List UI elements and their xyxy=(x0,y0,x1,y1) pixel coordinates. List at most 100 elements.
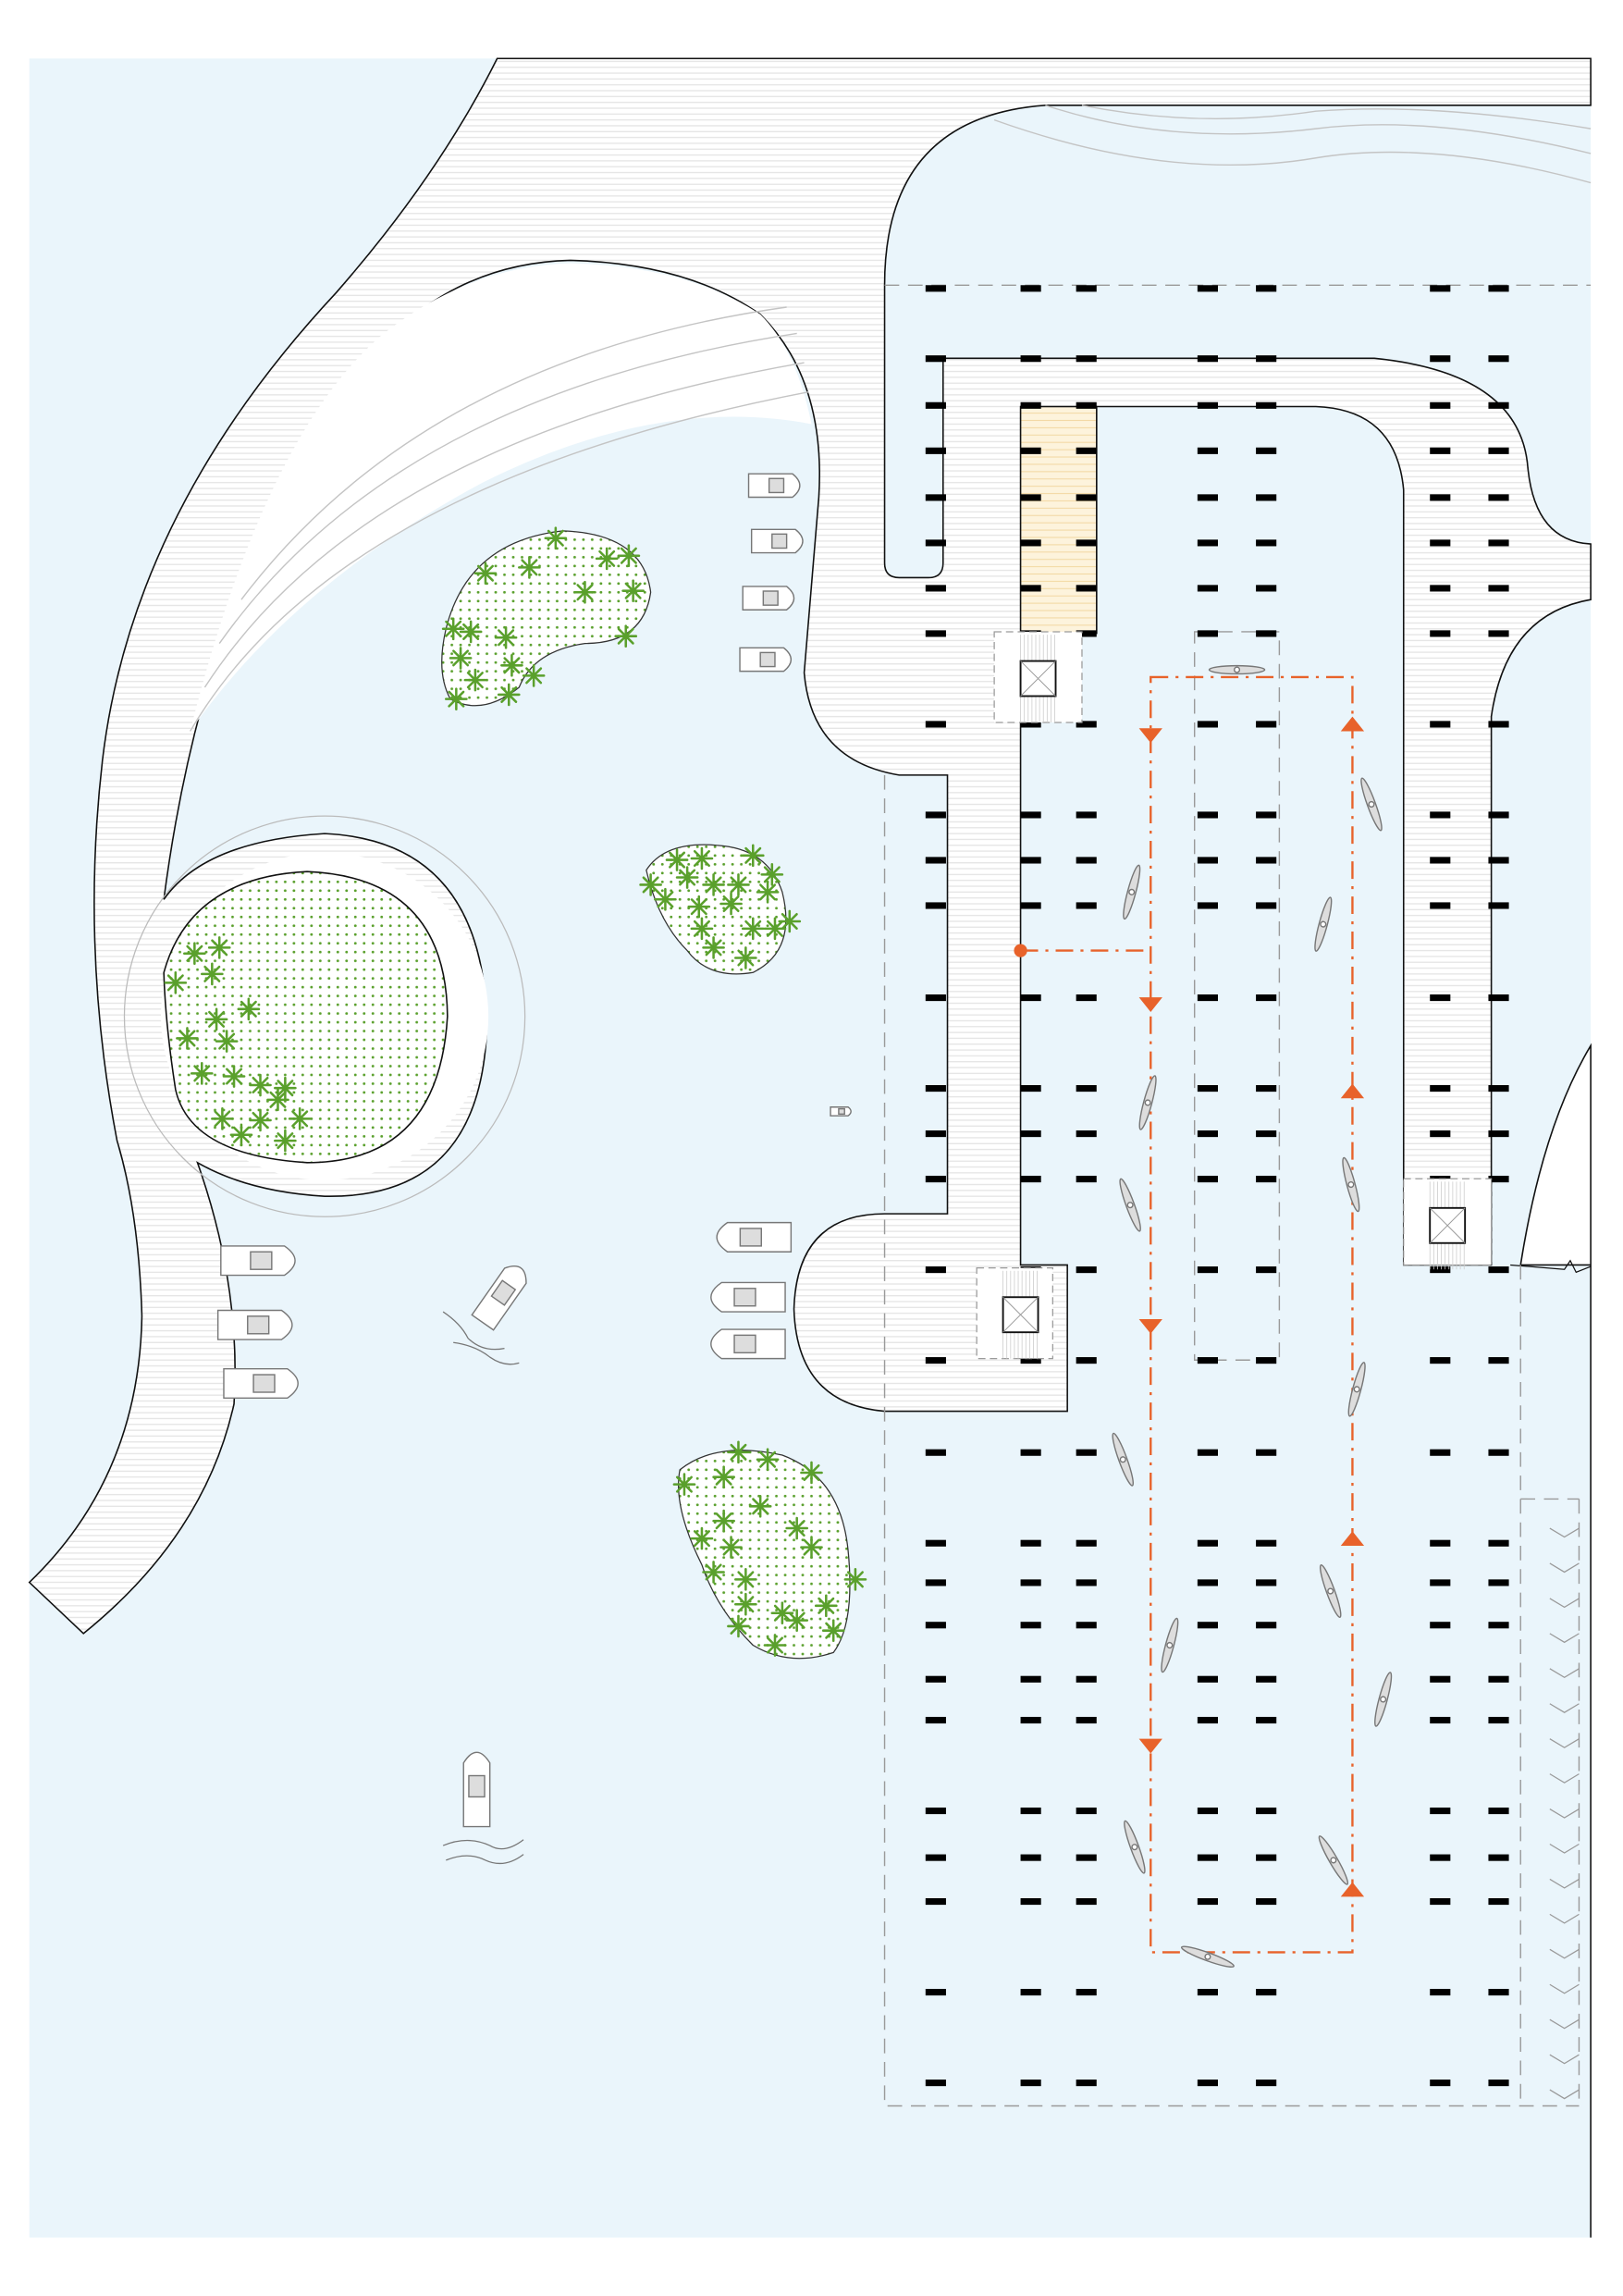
pile xyxy=(1197,355,1218,363)
pile xyxy=(1197,2080,1218,2087)
motorboat-icon xyxy=(462,1751,491,1828)
pile xyxy=(1256,447,1277,454)
motorboat-icon xyxy=(747,473,801,499)
pile xyxy=(1076,585,1097,592)
stair-core-icon xyxy=(993,631,1083,723)
pile xyxy=(1076,721,1097,728)
pile xyxy=(925,2080,946,2087)
pile xyxy=(1430,539,1451,547)
pile xyxy=(1430,1579,1451,1586)
pile xyxy=(1020,1085,1041,1092)
motorboat-icon xyxy=(742,586,795,611)
stair-core-icon xyxy=(1403,1178,1493,1270)
pile xyxy=(1020,1357,1041,1364)
pile xyxy=(1256,1085,1277,1092)
palm-tree-icon xyxy=(211,1107,234,1130)
pile xyxy=(925,1449,946,1456)
pile xyxy=(1430,994,1451,1002)
pile xyxy=(1488,811,1509,819)
pile xyxy=(1020,1675,1041,1683)
pile xyxy=(1076,1807,1097,1815)
pile xyxy=(1488,1716,1509,1724)
palm-tree-icon xyxy=(441,617,465,641)
palm-tree-icon xyxy=(288,1107,312,1130)
pile xyxy=(1488,721,1509,728)
pile xyxy=(1197,902,1218,909)
pile xyxy=(1256,811,1277,819)
pile xyxy=(925,1085,946,1092)
pile xyxy=(1197,1989,1218,1996)
pile xyxy=(1197,447,1218,454)
pile xyxy=(1020,1130,1041,1138)
pile xyxy=(1488,1085,1509,1092)
pile xyxy=(1020,857,1041,864)
pile xyxy=(1020,811,1041,819)
pile xyxy=(1197,994,1218,1002)
pile xyxy=(1430,1622,1451,1629)
pile xyxy=(1020,1807,1041,1815)
palm-tree-icon xyxy=(734,1568,757,1591)
pile xyxy=(1020,994,1041,1002)
palm-tree-icon xyxy=(207,936,231,959)
route-arrow-up-icon xyxy=(1340,1882,1365,1897)
boats xyxy=(216,473,1393,1969)
pile xyxy=(1020,494,1041,501)
pile xyxy=(1256,1266,1277,1274)
contour-lines xyxy=(190,105,1592,732)
pile xyxy=(1256,1807,1277,1815)
palm-tree-icon xyxy=(249,1073,272,1097)
palm-tree-icon xyxy=(614,624,638,648)
palm-tree-icon xyxy=(237,997,261,1021)
motorboat-icon xyxy=(710,1328,786,1360)
pile xyxy=(925,1716,946,1724)
palm-tree-icon xyxy=(785,1609,809,1632)
route-arrows xyxy=(1138,716,1365,1897)
pile xyxy=(1197,585,1218,592)
plaza xyxy=(190,263,812,732)
motorboat-icon xyxy=(739,647,793,673)
pile xyxy=(1488,1807,1509,1815)
pile xyxy=(1076,811,1097,819)
pile xyxy=(1076,1675,1097,1683)
palm-tree-icon xyxy=(639,873,662,896)
pile xyxy=(925,401,946,409)
palm-tree-icon xyxy=(702,873,725,896)
palm-tree-icon xyxy=(654,887,677,911)
pile xyxy=(925,539,946,547)
pile xyxy=(1020,585,1041,592)
pile xyxy=(1020,1716,1041,1724)
pile xyxy=(925,355,946,363)
palm-tree-icon xyxy=(459,620,483,644)
kayak-icon xyxy=(1342,1156,1360,1213)
pile xyxy=(1430,1357,1451,1364)
pile xyxy=(1256,994,1277,1002)
pile xyxy=(1197,1716,1218,1724)
palm-tree-icon xyxy=(702,936,725,959)
pile xyxy=(1197,1130,1218,1138)
pile xyxy=(925,1675,946,1683)
pile xyxy=(1076,1176,1097,1183)
pile xyxy=(1020,447,1041,454)
pile xyxy=(1076,401,1097,409)
pile xyxy=(1488,401,1509,409)
route-start-dot-icon xyxy=(1014,944,1027,957)
palm-tree-icon xyxy=(672,1473,696,1496)
motorboat-icon xyxy=(471,1265,527,1331)
palm-tree-icon xyxy=(763,917,787,941)
kayak-icon xyxy=(1208,664,1266,675)
palm-tree-icon xyxy=(595,547,619,571)
pile xyxy=(1197,1622,1218,1629)
palm-tree-icon xyxy=(814,1594,838,1618)
motorboat-icon xyxy=(750,528,804,554)
pile xyxy=(1197,1579,1218,1586)
palm-tree-icon xyxy=(222,1065,246,1088)
pile xyxy=(1256,902,1277,909)
pile xyxy=(1256,1716,1277,1724)
pile xyxy=(1020,1539,1041,1547)
pile xyxy=(1256,494,1277,501)
palm-tree-icon xyxy=(249,1108,272,1132)
pile xyxy=(1020,539,1041,547)
pile xyxy=(1430,721,1451,728)
pile xyxy=(1256,285,1277,292)
pile xyxy=(1488,539,1509,547)
